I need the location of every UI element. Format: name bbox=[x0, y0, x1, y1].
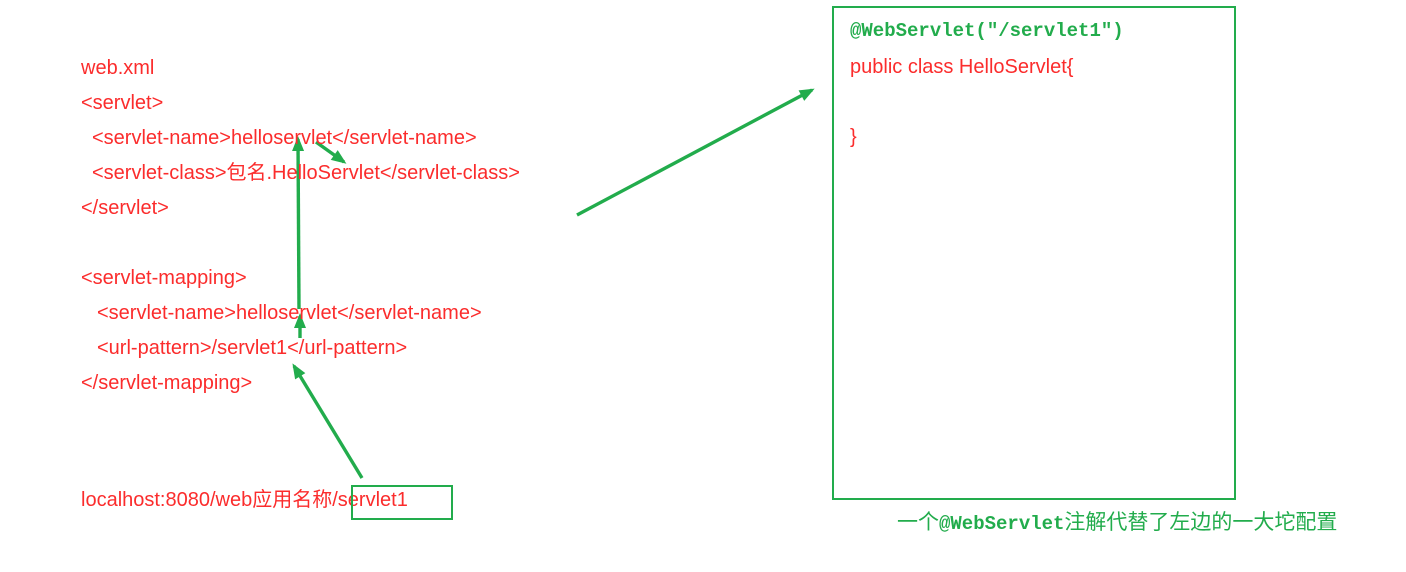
servlet-open-tag: <servlet> bbox=[81, 92, 164, 114]
request-url-servlet-segment: servlet1 bbox=[337, 489, 408, 511]
arrow-urlbox-to-urlpattern bbox=[292, 363, 364, 479]
caption: 一个@WebServlet注解代替了左边的一大坨配置 bbox=[897, 509, 1337, 537]
servlet-name-line: <servlet-name>helloservlet</servlet-name… bbox=[92, 127, 477, 149]
servlet-close-tag: </servlet> bbox=[81, 197, 169, 219]
class-closing-brace: } bbox=[850, 126, 857, 148]
webservlet-annotation-line: @WebServlet("/servlet1") bbox=[850, 20, 1124, 42]
class-declaration-line: public class HelloServlet{ bbox=[850, 56, 1074, 78]
servlet-mapping-close-tag: </servlet-mapping> bbox=[81, 372, 253, 394]
caption-suffix: 注解代替了左边的一大坨配置 bbox=[1064, 510, 1338, 534]
request-url-prefix: localhost:8080/web应用名称/ bbox=[81, 489, 338, 511]
arrow-webxml-to-annotation bbox=[576, 88, 815, 217]
url-pattern-line: <url-pattern>/servlet1</url-pattern> bbox=[97, 337, 408, 359]
caption-annotation-code: @WebServlet bbox=[939, 513, 1065, 535]
servlet-class-line: <servlet-class>包名.HelloServlet</servlet-… bbox=[92, 162, 520, 184]
request-url-line: localhost:8080/web应用名称/servlet1 bbox=[81, 488, 408, 512]
mapping-servlet-name-line: <servlet-name>helloservlet</servlet-name… bbox=[97, 302, 482, 324]
servlet-mapping-open-tag: <servlet-mapping> bbox=[81, 267, 247, 289]
caption-prefix: 一个 bbox=[897, 510, 939, 534]
annotation-code-box: @WebServlet("/servlet1") public class He… bbox=[832, 6, 1236, 500]
webxml-file-label: web.xml bbox=[81, 57, 155, 79]
